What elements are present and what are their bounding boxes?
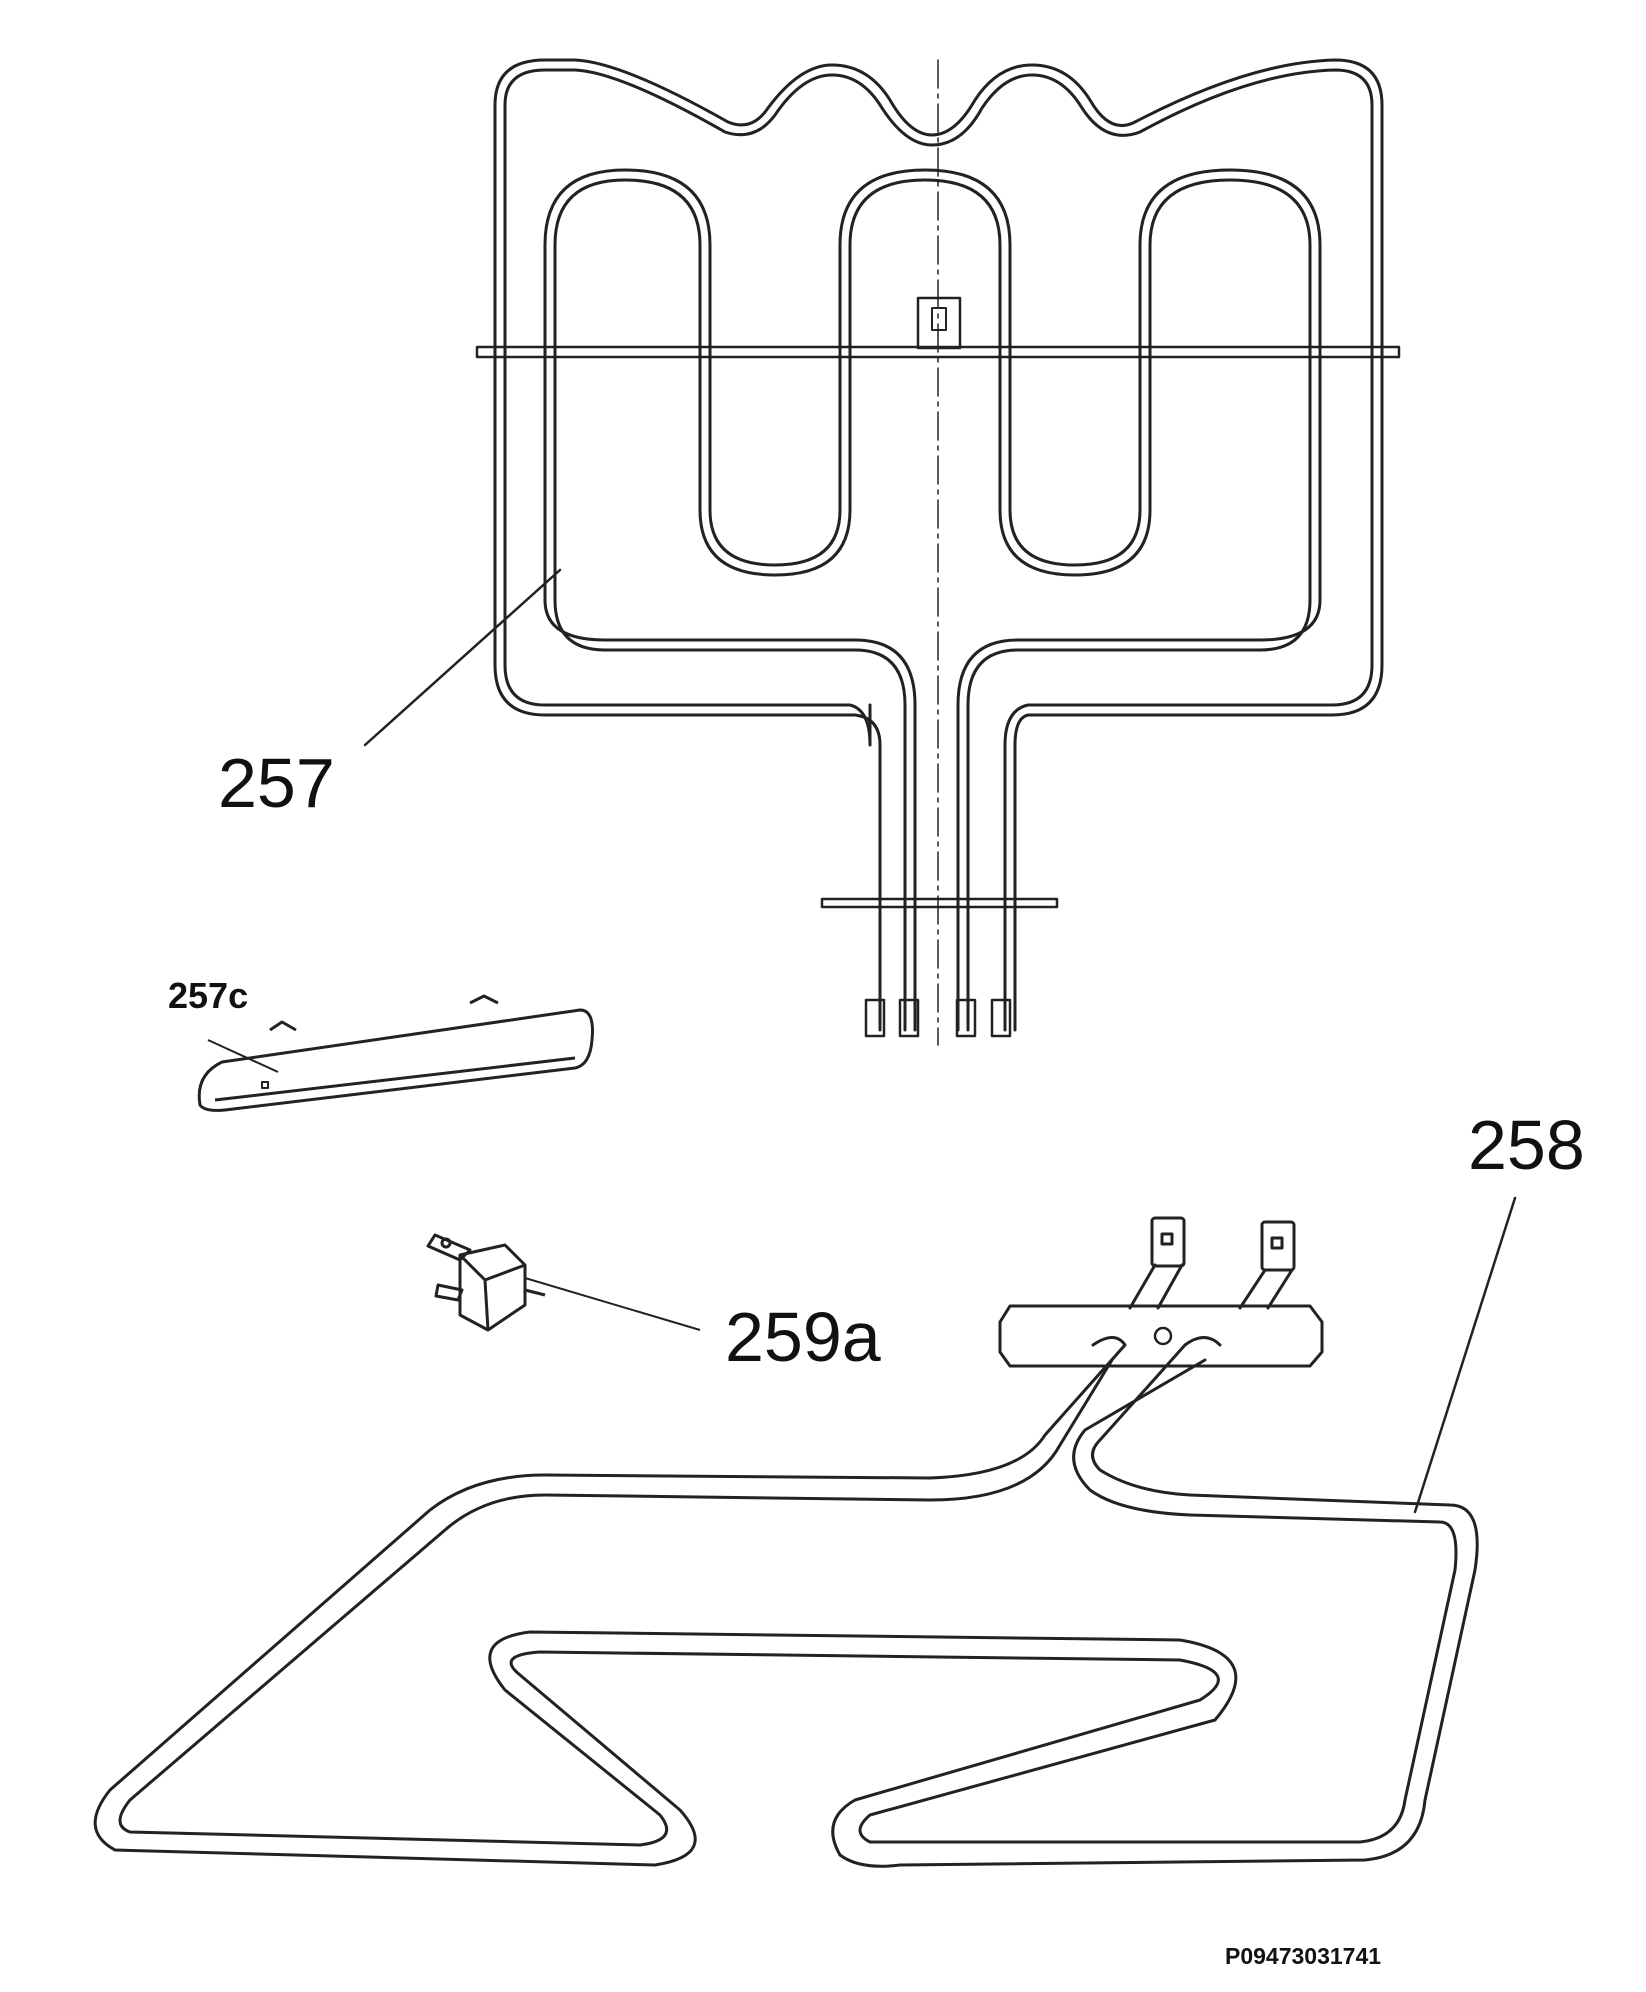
drawing-code: P09473031741 — [1225, 1943, 1382, 1969]
element-terminal — [1128, 1216, 1186, 1310]
label-part-257c: 257c — [168, 975, 249, 1016]
element-tube — [93, 1336, 1479, 1868]
grill-element-257 — [363, 58, 1401, 1046]
grill-inner-serpentine — [553, 178, 1312, 1032]
grill-terminal — [955, 998, 977, 1038]
cover-strip-257c — [197, 994, 594, 1112]
leader-258 — [1413, 1196, 1517, 1514]
grill-terminal — [898, 998, 920, 1038]
grill-mounting-plate — [820, 897, 1059, 909]
grill-bracket — [916, 296, 962, 350]
heating-element-258 — [93, 1196, 1517, 1868]
switch-259a — [426, 1233, 701, 1332]
leader-257 — [363, 568, 562, 747]
grill-outer-loop — [503, 68, 1374, 1032]
element-mounting-plate — [998, 1304, 1324, 1368]
label-part-257: 257 — [218, 744, 335, 822]
label-part-259a: 259a — [725, 1298, 881, 1376]
element-terminal — [1238, 1220, 1296, 1310]
grill-terminal — [990, 998, 1012, 1038]
leader-257c — [207, 1039, 279, 1073]
label-part-258: 258 — [1468, 1106, 1585, 1184]
leader-259a — [524, 1277, 701, 1331]
grill-terminal — [864, 998, 886, 1038]
